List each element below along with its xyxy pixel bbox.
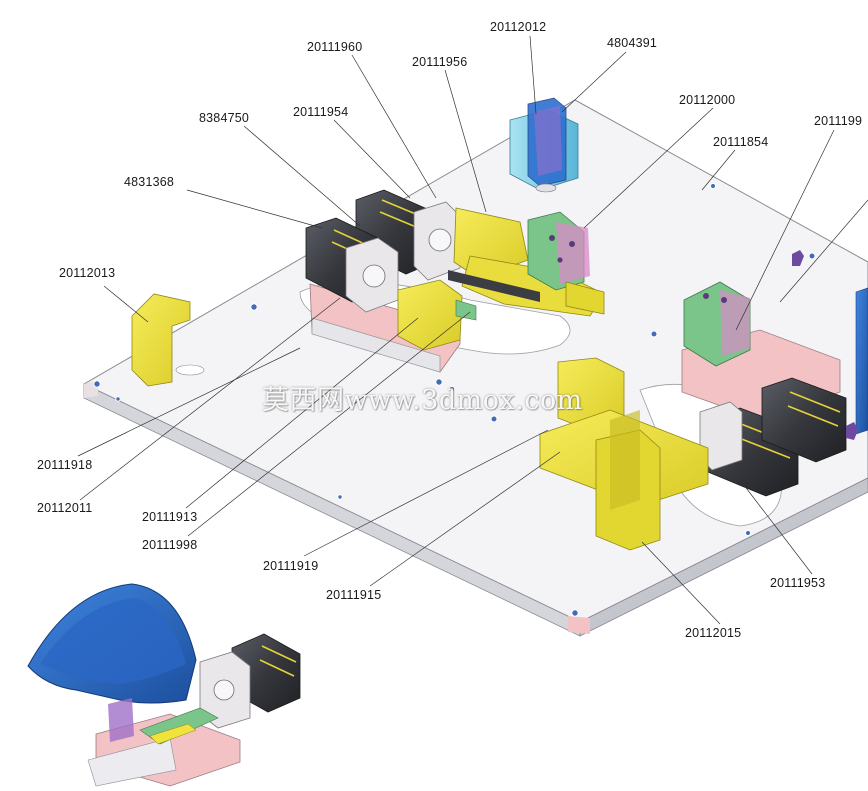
- pin-boss: [535, 183, 557, 193]
- right-clamp-assembly: [681, 250, 868, 497]
- center-yellow-fixture: [539, 357, 709, 551]
- inset-white-base: [87, 737, 177, 787]
- callout-4804391: 4804391: [607, 36, 658, 50]
- callout-4831368: 4831368: [124, 175, 175, 189]
- yellow-shadow-face: [610, 410, 640, 510]
- callout-20111915: 20111915: [326, 588, 382, 602]
- flange-bore-front: [362, 264, 386, 288]
- yellow-l-bracket: [131, 293, 191, 387]
- callout-20111919: 20111919: [263, 559, 319, 573]
- base-plate-corner-pink: [568, 616, 590, 634]
- inset-flange-bore: [213, 679, 235, 701]
- callout-20112011: 20112011: [37, 501, 93, 515]
- pink-base-front: [311, 317, 441, 373]
- callout-20112013: 20112013: [59, 266, 116, 280]
- bracket-pocket: [175, 364, 205, 376]
- callout-2011199: 2011199: [814, 114, 863, 128]
- slide-rail-dark: [448, 270, 540, 302]
- blue-panel-edge: [855, 287, 868, 435]
- purple-insert: [534, 106, 562, 176]
- callout-20112000: 20112000: [679, 93, 736, 107]
- locator-holes: [549, 235, 575, 263]
- yellow-support-base: [565, 281, 605, 315]
- inset-blue-hood-inner: [40, 598, 186, 684]
- cylinder-right-back: [761, 377, 847, 463]
- flange-bore-back: [428, 228, 452, 252]
- left-clamp-assembly: [305, 189, 605, 373]
- callout-20111960: 20111960: [307, 40, 363, 54]
- pink-locator-face: [556, 222, 590, 284]
- leader-lines: [77, 35, 868, 625]
- callout-20111918: 20111918: [37, 458, 93, 472]
- yellow-front-block: [397, 279, 463, 351]
- callout-20112012: 20112012: [490, 20, 547, 34]
- inset-purple-block: [108, 698, 134, 742]
- callout-20111956: 20111956: [412, 55, 468, 69]
- top-pin-block: [509, 97, 579, 193]
- pink-right-face: [720, 290, 750, 356]
- inset-detail-assembly: [27, 583, 301, 787]
- callout-20111954: 20111954: [293, 105, 349, 119]
- callout-20111953: 20111953: [770, 576, 826, 590]
- purple-bolt-right: [846, 422, 858, 440]
- left-bracket: [131, 293, 205, 387]
- right-locator-holes: [703, 293, 727, 303]
- callout-20111854: 20111854: [713, 135, 769, 149]
- inset-cylinder-stripes: [259, 645, 297, 677]
- callout-20111913: 20111913: [142, 510, 198, 524]
- callout-8384750: 8384750: [199, 111, 250, 125]
- callout-20112015: 20112015: [685, 626, 742, 640]
- purple-bolt: [792, 250, 804, 266]
- inset-yellow-bar: [149, 723, 197, 745]
- cylinder-right-back-stripes: [787, 391, 841, 427]
- green-sensor: [455, 299, 477, 321]
- callout-20111998: 20111998: [142, 538, 198, 552]
- watermark-text: 莫西网www.3dmox.com: [262, 385, 583, 416]
